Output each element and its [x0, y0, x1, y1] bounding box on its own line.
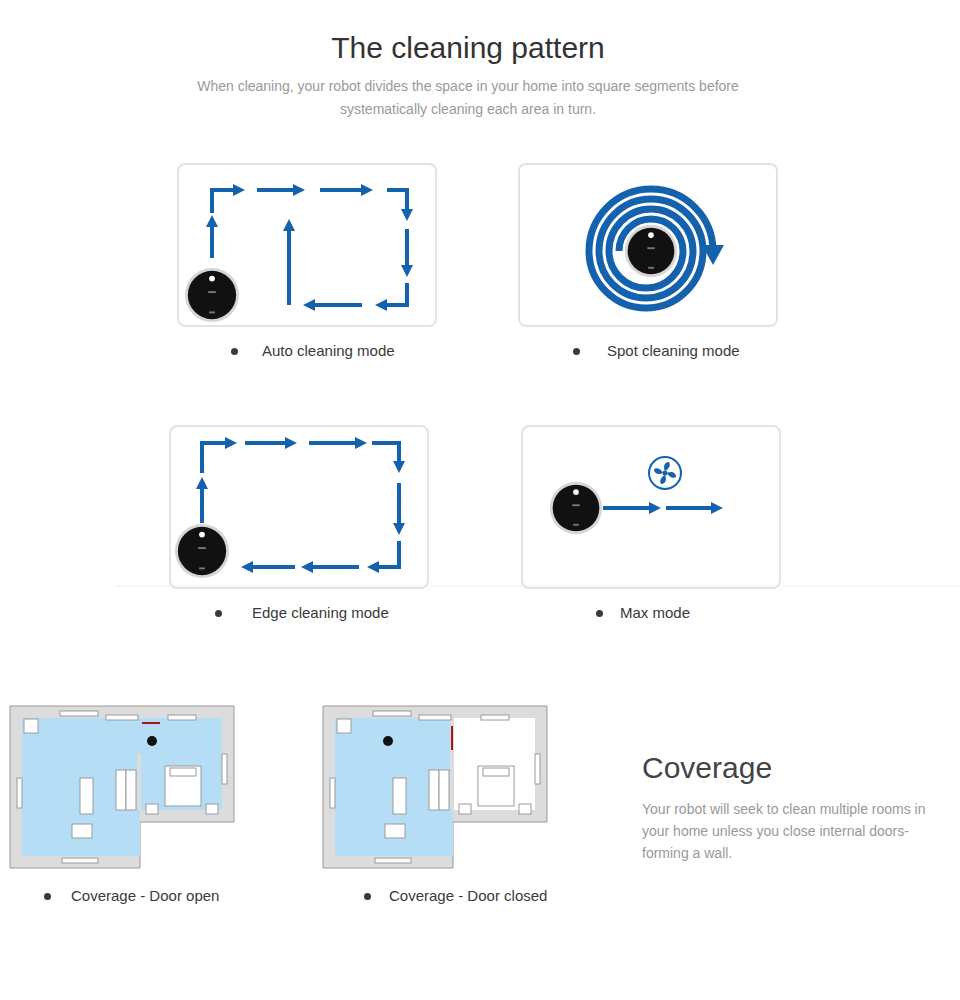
bullet-dot: [573, 348, 580, 355]
mode-panel: Auto cleaning mode: [177, 163, 437, 327]
mode-label: Auto cleaning mode: [262, 341, 395, 361]
mode-label: Spot cleaning mode: [607, 341, 740, 361]
bullet-dot: [44, 893, 51, 900]
bullet-dot: [231, 348, 238, 355]
subtitle: When cleaning, your robot divides the sp…: [168, 75, 768, 121]
mode-panel: Edge cleaning mode: [169, 425, 429, 589]
mode-label: Max mode: [620, 603, 690, 623]
section-body: Your robot will seek to clean multiple r…: [642, 798, 954, 864]
mode-panel: Spot cleaning mode: [518, 163, 778, 327]
mode-panel: Max mode: [521, 425, 781, 589]
mode-label: Coverage - Door closed: [389, 886, 547, 906]
page-title: The cleaning pattern: [0, 28, 936, 68]
floor-plan: Coverage - Door closed: [323, 706, 547, 868]
bullet-dot: [596, 610, 603, 617]
mode-label: Coverage - Door open: [71, 886, 219, 906]
bullet-dot: [364, 893, 371, 900]
bullet-dot: [215, 610, 222, 617]
section-heading: Coverage: [642, 748, 942, 788]
mode-label: Edge cleaning mode: [252, 603, 389, 623]
floor-plan: Coverage - Door open: [10, 706, 234, 868]
